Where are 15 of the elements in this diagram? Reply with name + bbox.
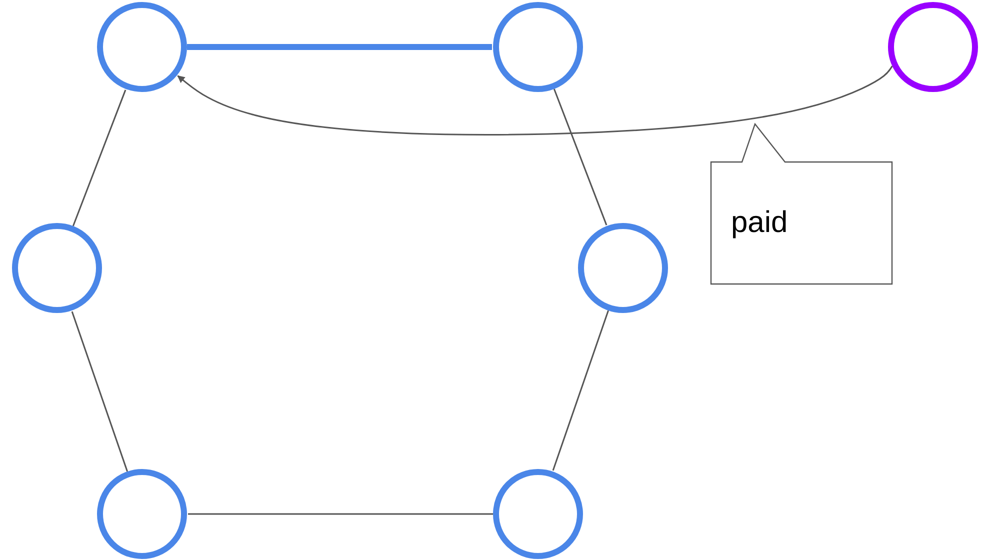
circle-node: [97, 2, 187, 92]
circle-node: [578, 223, 668, 313]
circle-node: [493, 2, 583, 92]
connector-line: [553, 88, 608, 226]
circle-node: [12, 223, 102, 313]
circle-node: [888, 2, 978, 92]
connector-line: [71, 311, 128, 472]
connector-line: [187, 44, 492, 50]
edge-label: paid: [731, 206, 788, 240]
arrow: [177, 66, 893, 136]
connector-line: [72, 90, 126, 226]
circle-node: [97, 469, 187, 559]
connector-line: [552, 310, 610, 471]
circle-node: [493, 469, 583, 559]
connector-line: [188, 513, 493, 515]
